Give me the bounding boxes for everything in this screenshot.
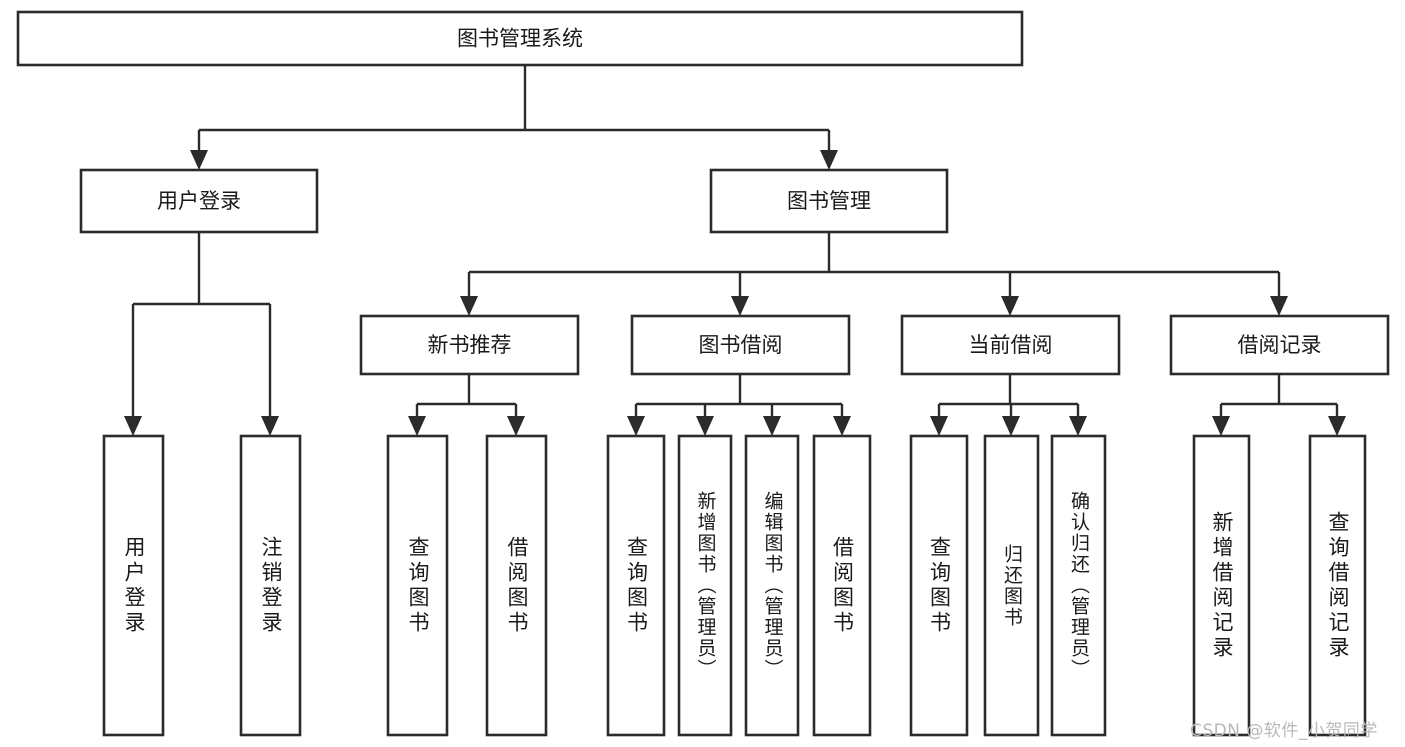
node-box-leaf-query-borrow-record[interactable] xyxy=(1308,434,1367,737)
edges-layer xyxy=(124,65,1346,436)
arrow-head-icon xyxy=(124,416,142,436)
arrow-head-icon xyxy=(1328,416,1346,436)
node-box-current-borrow[interactable] xyxy=(900,314,1121,376)
node-label-new-book-recommend: 新书推荐 xyxy=(428,333,512,357)
node-box-borrow-record[interactable] xyxy=(1169,314,1390,376)
boxes-layer xyxy=(16,10,1390,737)
node-box-leaf-user-logout[interactable] xyxy=(239,434,302,737)
arrow-head-icon xyxy=(731,296,749,316)
node-box-leaf-query-book-borrow[interactable] xyxy=(606,434,666,737)
node-box-new-book-recommend[interactable] xyxy=(359,314,580,376)
arrow-head-icon xyxy=(1001,296,1019,316)
node-box-leaf-confirm-return-admin[interactable] xyxy=(1050,434,1107,737)
node-box-book-borrow[interactable] xyxy=(630,314,851,376)
arrow-head-icon xyxy=(1270,296,1288,316)
node-box-leaf-borrow-book[interactable] xyxy=(812,434,872,737)
node-label-book-manage: 图书管理 xyxy=(787,189,871,213)
arrow-head-icon xyxy=(261,416,279,436)
arrow-head-icon xyxy=(627,416,645,436)
node-label-root: 图书管理系统 xyxy=(457,27,583,51)
arrow-head-icon xyxy=(460,296,478,316)
node-label-borrow-record: 借阅记录 xyxy=(1238,333,1322,357)
node-box-leaf-user-login[interactable] xyxy=(102,434,165,737)
node-label-current-borrow: 当前借阅 xyxy=(969,333,1053,357)
arrow-head-icon xyxy=(507,416,525,436)
arrow-head-icon xyxy=(833,416,851,436)
csdn-watermark: CSDN @软件_小贺同学 xyxy=(1190,721,1378,741)
node-box-leaf-query-book-current[interactable] xyxy=(909,434,969,737)
node-box-leaf-add-book-admin[interactable] xyxy=(677,434,733,737)
node-box-user-login[interactable] xyxy=(79,168,319,234)
arrow-head-icon xyxy=(696,416,714,436)
node-box-leaf-edit-book-admin[interactable] xyxy=(744,434,800,737)
node-box-leaf-query-book-recommend[interactable] xyxy=(386,434,449,737)
node-box-leaf-borrow-book-recommend[interactable] xyxy=(485,434,548,737)
arrow-head-icon xyxy=(820,150,838,170)
arrow-head-icon xyxy=(763,416,781,436)
arrow-head-icon xyxy=(1212,416,1230,436)
arrow-head-icon xyxy=(408,416,426,436)
node-box-root[interactable] xyxy=(16,10,1024,67)
arrow-head-icon xyxy=(190,150,208,170)
arrow-head-icon xyxy=(1069,416,1087,436)
arrow-head-icon xyxy=(930,416,948,436)
node-box-leaf-return-book[interactable] xyxy=(983,434,1040,737)
node-label-user-login: 用户登录 xyxy=(157,189,241,213)
node-box-book-manage[interactable] xyxy=(709,168,949,234)
node-box-leaf-add-borrow-record[interactable] xyxy=(1192,434,1251,737)
node-label-book-borrow: 图书借阅 xyxy=(699,333,783,357)
arrow-head-icon xyxy=(1002,416,1020,436)
